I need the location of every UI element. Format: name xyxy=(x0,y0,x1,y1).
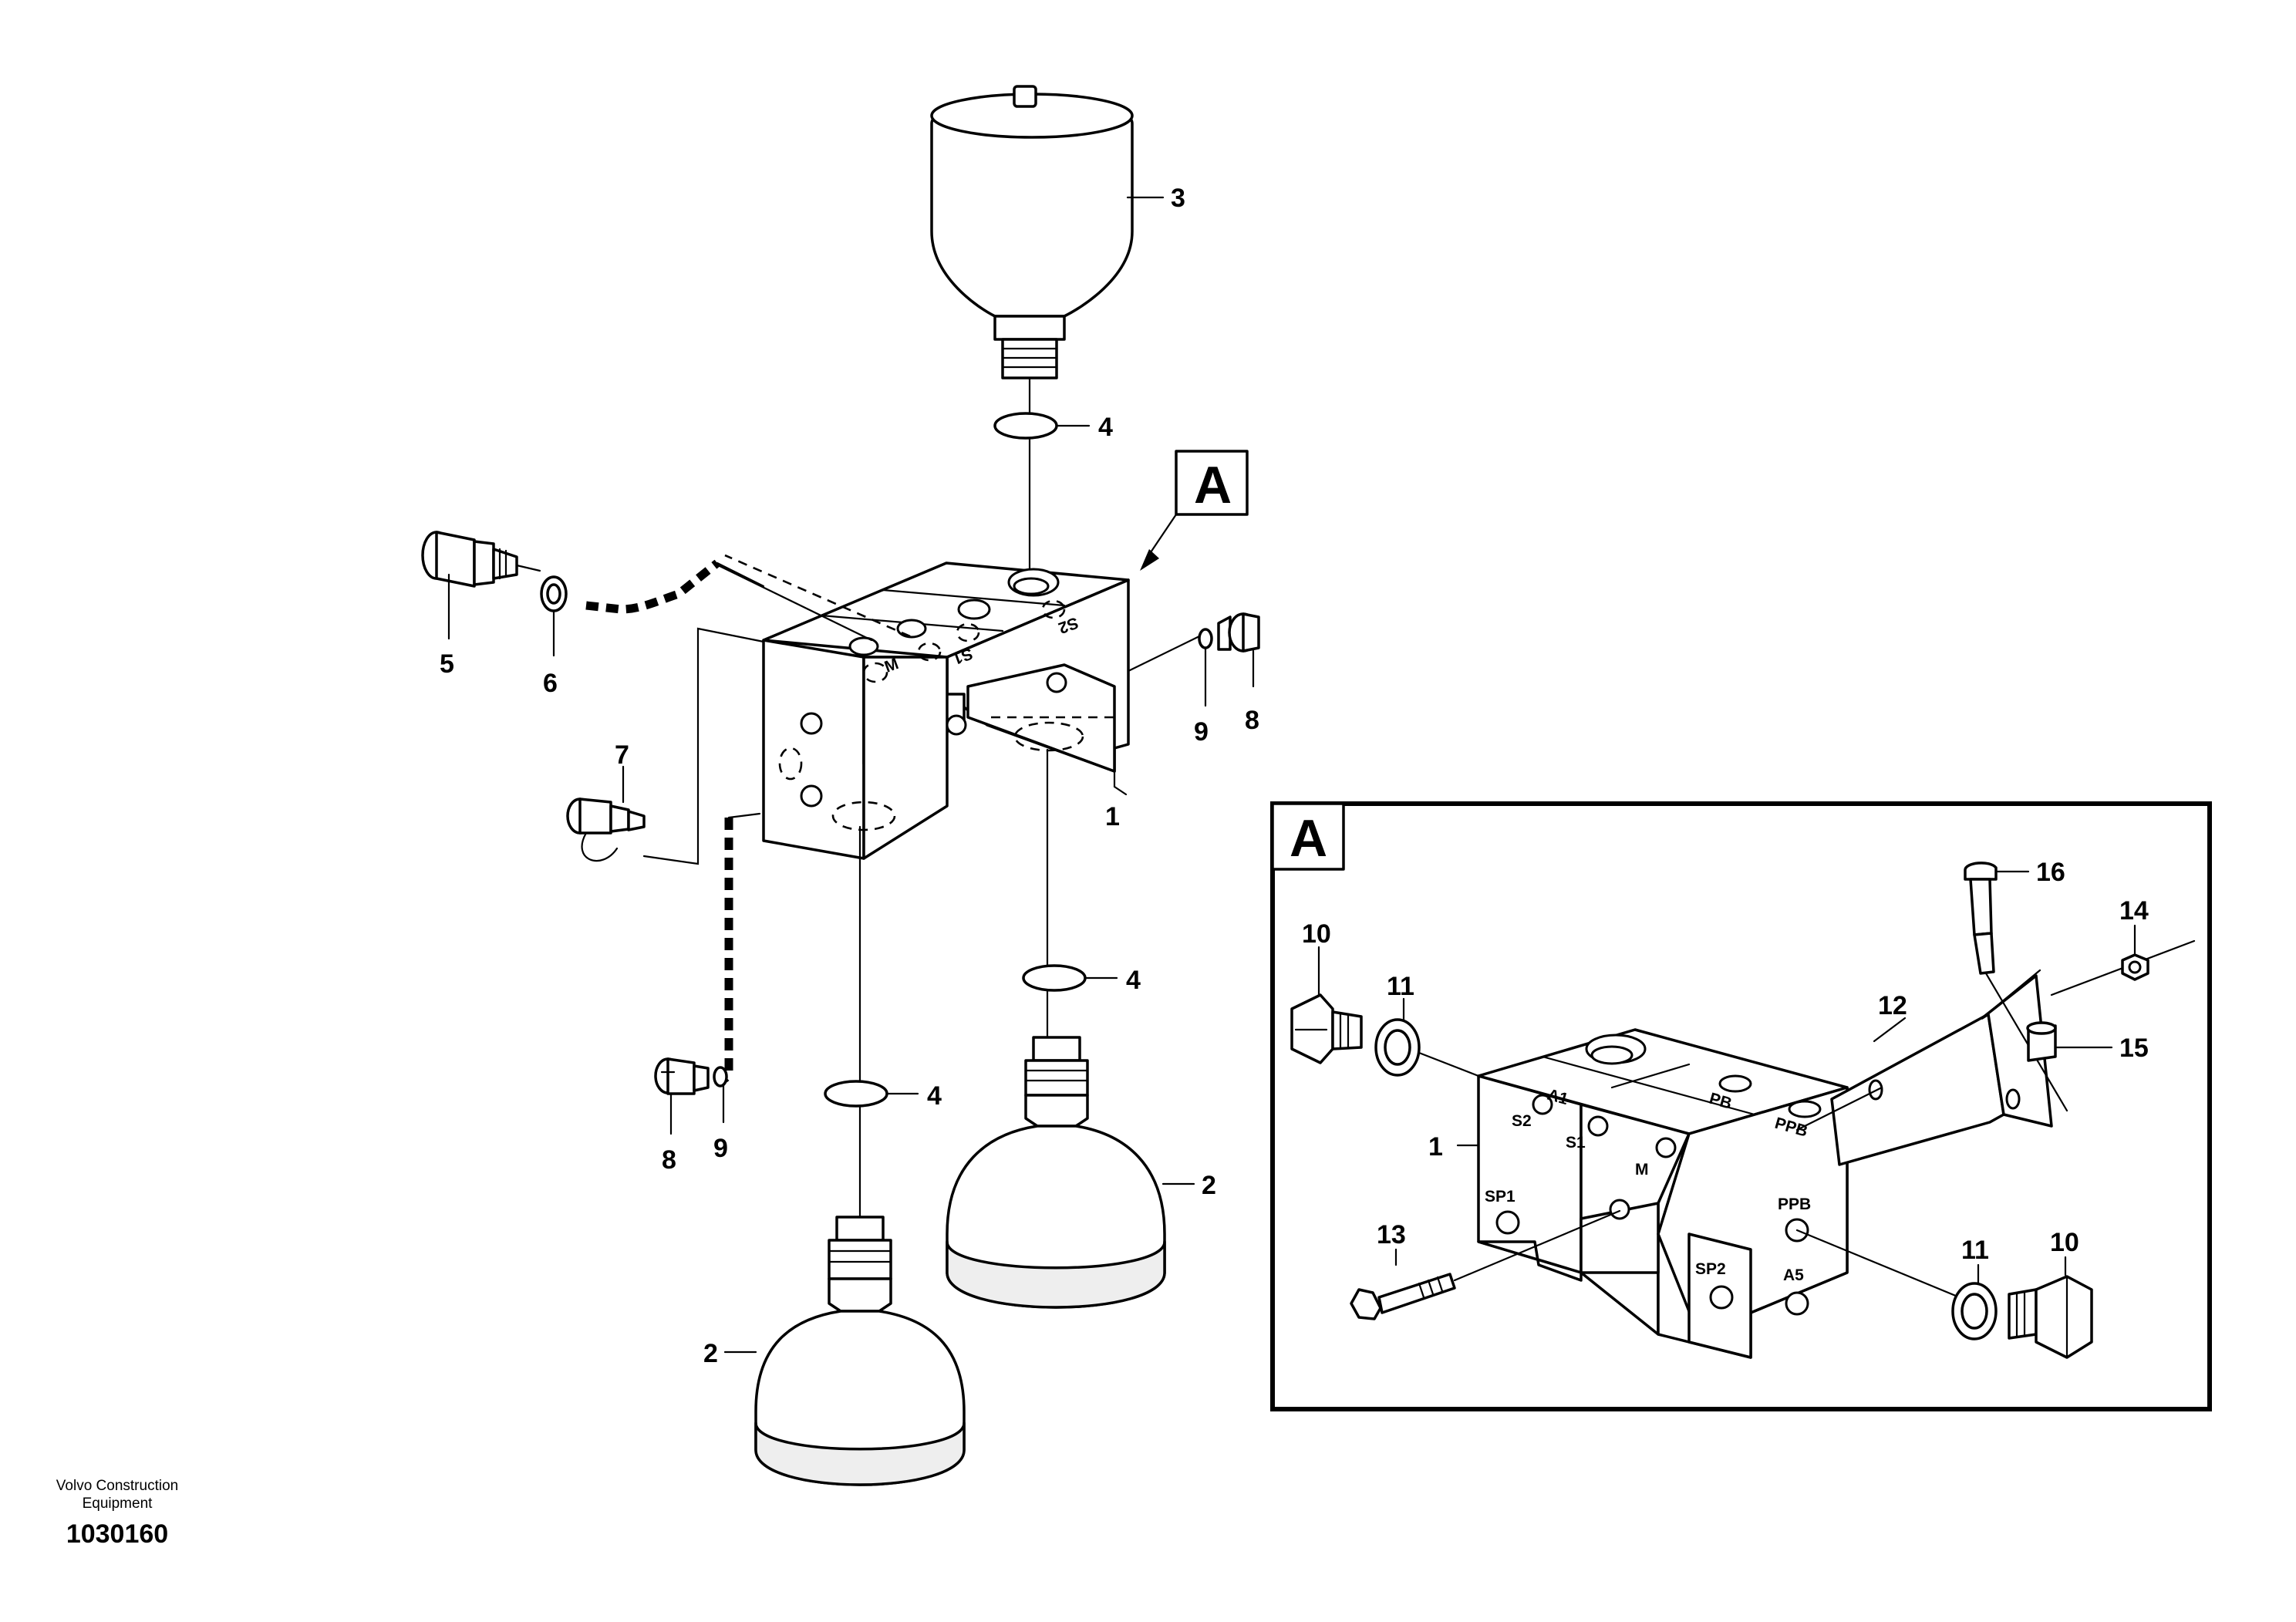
drawing-number: 1030160 xyxy=(66,1519,168,1549)
port-label-sp2: SP2 xyxy=(1695,1260,1726,1278)
port-label-ppb-face: PPB xyxy=(1778,1195,1811,1213)
valve-block-inset: A1 S2 S1 PB PPB M SP1 PPB SP2 A5 xyxy=(1477,1028,1849,1359)
company-name-line1: Volvo Construction xyxy=(56,1478,178,1494)
callout-9-left: 9 xyxy=(713,1134,728,1163)
port-label-a5: A5 xyxy=(1783,1266,1804,1284)
callout-1-inset: 1 xyxy=(1428,1132,1443,1162)
callout-13: 13 xyxy=(1377,1220,1406,1249)
callout-11-inset-left: 11 xyxy=(1387,972,1414,1001)
callout-3: 3 xyxy=(1171,184,1185,213)
callout-10-inset-left: 10 xyxy=(1302,919,1331,949)
washer-9-right xyxy=(1198,628,1213,649)
port-label-sp1: SP1 xyxy=(1485,1188,1515,1206)
plug-10-right xyxy=(2008,1275,2093,1359)
callout-6: 6 xyxy=(543,669,558,698)
accumulator-right xyxy=(946,1036,1166,1309)
o-ring-mid xyxy=(1022,964,1087,992)
o-ring-top xyxy=(993,412,1058,440)
callout-4-top: 4 xyxy=(1098,413,1113,442)
bracket-12 xyxy=(1830,969,2053,1166)
view-marker-label: A xyxy=(1194,456,1232,514)
accumulator-top xyxy=(930,85,1134,379)
callout-15: 15 xyxy=(2119,1034,2149,1063)
bolt-16 xyxy=(1964,862,2068,1112)
bolt-13 xyxy=(1350,1209,1621,1320)
hose-left xyxy=(698,818,733,1084)
company-name-line2: Equipment xyxy=(83,1496,153,1512)
test-coupling-7 xyxy=(566,798,646,862)
o-ring-low xyxy=(824,1080,888,1108)
callout-10-inset-right: 10 xyxy=(2050,1228,2079,1257)
plug-8-right xyxy=(1217,612,1260,653)
callout-7: 7 xyxy=(615,740,629,770)
plug-8-left xyxy=(654,1057,710,1095)
callout-8-left: 8 xyxy=(662,1145,676,1175)
callout-11-inset-right: 11 xyxy=(1961,1236,1989,1265)
quick-coupling-5 xyxy=(421,531,541,588)
view-marker-arrow xyxy=(1140,549,1159,571)
hose-upper xyxy=(585,559,720,614)
callout-12: 12 xyxy=(1878,991,1907,1020)
callout-9-right: 9 xyxy=(1194,717,1209,747)
accumulator-left xyxy=(754,1216,966,1486)
washer-9-left xyxy=(713,1066,728,1088)
callout-8-right: 8 xyxy=(1245,706,1259,735)
callout-14: 14 xyxy=(2119,896,2149,926)
callout-5: 5 xyxy=(440,649,454,679)
port-label-s1: S1 xyxy=(1566,1134,1586,1152)
callout-1-main: 1 xyxy=(1105,802,1120,831)
port-label-m: M xyxy=(1635,1161,1649,1179)
inset-marker-label: A xyxy=(1290,809,1327,868)
nut-14 xyxy=(2121,953,2149,981)
spacer-15 xyxy=(2026,1021,2057,1062)
callout-2-right: 2 xyxy=(1202,1171,1216,1200)
callout-4-mid: 4 xyxy=(1126,966,1141,995)
plug-10-left xyxy=(1290,993,1363,1064)
port-label-s2: S2 xyxy=(1512,1112,1532,1130)
callout-16: 16 xyxy=(2036,858,2065,887)
callout-4-low: 4 xyxy=(927,1081,942,1111)
view-marker-box xyxy=(1175,450,1249,516)
valve-block-main: M S1 S2 xyxy=(724,554,1130,860)
callout-2-left: 2 xyxy=(703,1339,718,1368)
inset-marker-box xyxy=(1271,802,1345,871)
